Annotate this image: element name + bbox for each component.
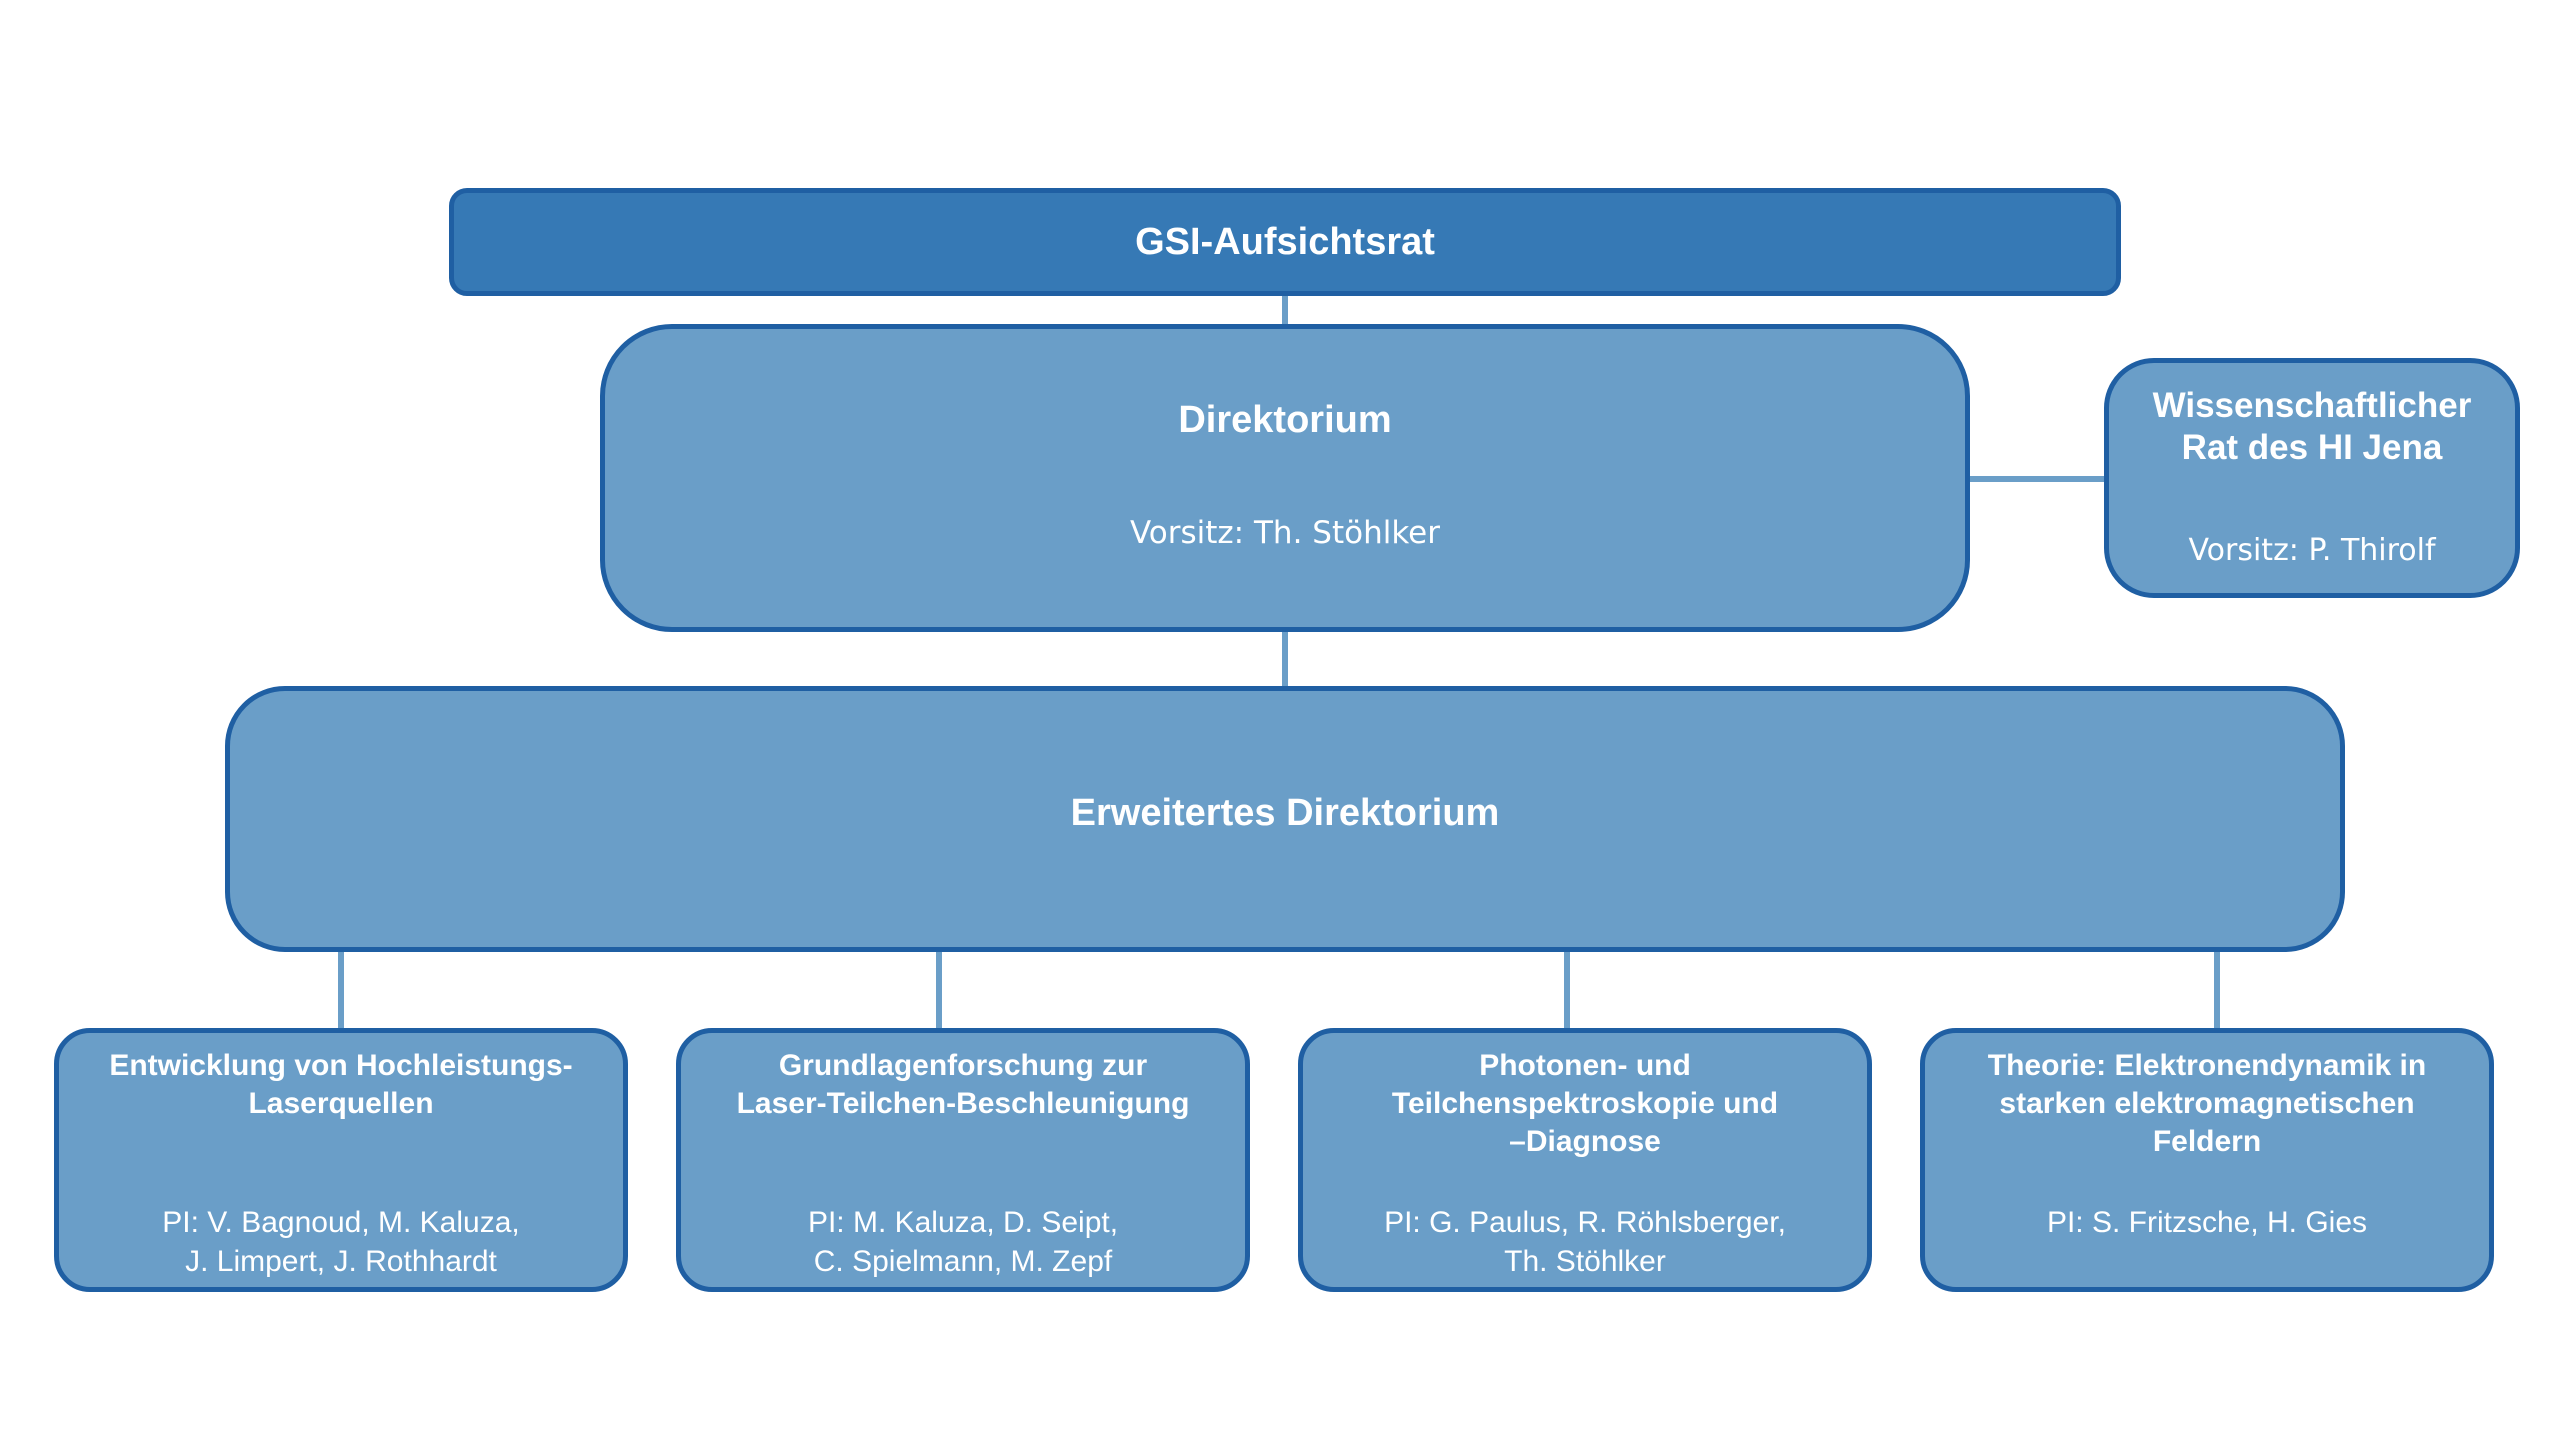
direktorium-vorsitz: Vorsitz: Th. Stöhlker xyxy=(1129,515,1440,551)
research-pi: PI: M. Kaluza, D. Seipt, C. Spielmann, M… xyxy=(695,1203,1231,1281)
gsi-aufsichtsrat-box: GSI-Aufsichtsrat xyxy=(449,188,2121,296)
title-line: Entwicklung von Hochleistungs- xyxy=(109,1049,573,1082)
gsi-aufsichtsrat-title: GSI-Aufsichtsrat xyxy=(1135,220,1435,263)
research-pi: PI: V. Bagnoud, M. Kaluza, J. Limpert, J… xyxy=(73,1203,609,1281)
research-pi: PI: S. Fritzsche, H. Gies xyxy=(1939,1203,2475,1242)
title-line: Photonen- und xyxy=(1479,1049,1691,1082)
direktorium-title: Direktorium xyxy=(1178,399,1392,441)
research-title: Photonen- und Teilchenspektroskopie und … xyxy=(1317,1047,1853,1161)
research-title: Grundlagenforschung zur Laser-Teilchen-B… xyxy=(695,1047,1231,1123)
research-title: Entwicklung von Hochleistungs- Laserquel… xyxy=(73,1047,609,1123)
pi-line: PI: M. Kaluza, D. Seipt, xyxy=(807,1206,1119,1239)
pi-line: PI: G. Paulus, R. Röhlsberger, xyxy=(1384,1206,1786,1239)
pi-line: PI: V. Bagnoud, M. Kaluza, xyxy=(162,1206,520,1239)
erweitertes-direktorium-title: Erweitertes Direktorium xyxy=(1070,791,1500,834)
research-pi: PI: G. Paulus, R. Röhlsberger, Th. Stöhl… xyxy=(1317,1203,1853,1281)
direktorium-box: Direktorium Vorsitz: Th. Stöhlker xyxy=(600,324,1970,632)
research-box-theorie: Theorie: Elektronendynamik in starken el… xyxy=(1920,1028,2494,1292)
title-line: Rat des HI Jena xyxy=(2181,428,2443,467)
title-line: Teilchenspektroskopie und xyxy=(1391,1087,1779,1120)
connector-erweitert-r1 xyxy=(338,950,344,1030)
wissenschaftlicher-rat-box: Wissenschaftlicher Rat des HI Jena Vorsi… xyxy=(2104,358,2520,598)
title-line: starken elektromagnetischen xyxy=(1999,1087,2415,1120)
title-line: –Diagnose xyxy=(1509,1125,1661,1158)
connector-gsi-direktorium xyxy=(1282,296,1288,326)
erweitertes-direktorium-box: Erweitertes Direktorium xyxy=(225,686,2345,952)
pi-line: J. Limpert, J. Rothhardt xyxy=(185,1245,497,1278)
title-line: Grundlagenforschung zur xyxy=(778,1049,1148,1082)
pi-line: C. Spielmann, M. Zepf xyxy=(813,1245,1113,1278)
connector-direktorium-rat xyxy=(1968,476,2106,482)
title-line: Feldern xyxy=(2152,1125,2262,1158)
connector-erweitert-r3 xyxy=(1564,950,1570,1030)
connector-direktorium-erweitert xyxy=(1282,632,1288,688)
title-line: Wissenschaftlicher xyxy=(2152,386,2472,425)
research-title: Theorie: Elektronendynamik in starken el… xyxy=(1939,1047,2475,1161)
title-line: Laser-Teilchen-Beschleunigung xyxy=(736,1087,1190,1120)
pi-line: Th. Stöhlker xyxy=(1504,1245,1666,1278)
research-box-beschleunigung: Grundlagenforschung zur Laser-Teilchen-B… xyxy=(676,1028,1250,1292)
wissenschaftlicher-rat-vorsitz: Vorsitz: P. Thirolf xyxy=(2188,533,2436,568)
title-line: Laserquellen xyxy=(248,1087,434,1120)
research-box-laserquellen: Entwicklung von Hochleistungs- Laserquel… xyxy=(54,1028,628,1292)
title-line: Theorie: Elektronendynamik in xyxy=(1987,1049,2427,1082)
research-box-spektroskopie: Photonen- und Teilchenspektroskopie und … xyxy=(1298,1028,1872,1292)
wissenschaftlicher-rat-title: Wissenschaftlicher Rat des HI Jena xyxy=(2109,385,2515,469)
connector-erweitert-r2 xyxy=(936,950,942,1030)
pi-line: PI: S. Fritzsche, H. Gies xyxy=(2046,1206,2368,1239)
connector-erweitert-r4 xyxy=(2214,950,2220,1030)
